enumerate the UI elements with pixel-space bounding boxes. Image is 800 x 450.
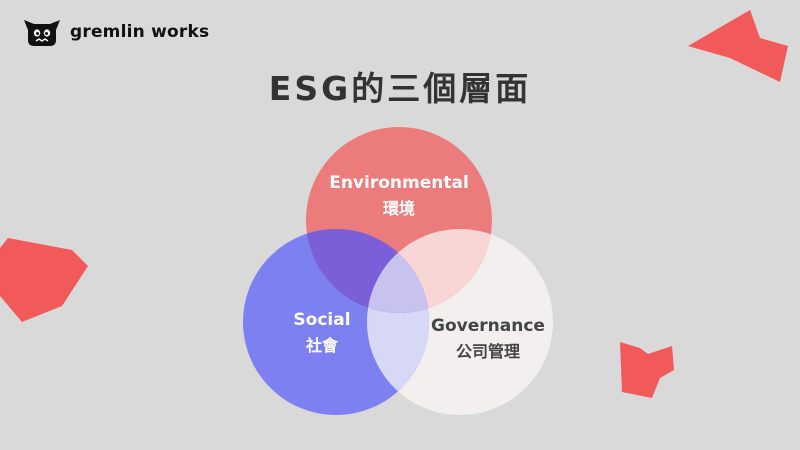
decorative-shape-bottom-right	[620, 342, 674, 398]
label-social-zh: 社會	[305, 336, 338, 355]
brand-name: gremlin works	[70, 22, 210, 42]
decorative-shape-left	[0, 238, 88, 322]
brand-logo[interactable]: gremlin works	[22, 16, 209, 48]
label-environmental: Environmental 環境	[306, 170, 492, 222]
label-governance-zh: 公司管理	[455, 342, 520, 361]
label-environmental-zh: 環境	[382, 199, 415, 218]
page-title: ESG的三個層面	[268, 69, 532, 108]
label-social: Social 社會	[262, 307, 382, 359]
label-governance: Governance 公司管理	[418, 313, 558, 365]
label-governance-en: Governance	[431, 316, 545, 336]
decorative-shape-top-right	[688, 10, 788, 82]
gremlin-mascot-icon	[24, 20, 60, 46]
label-social-en: Social	[293, 310, 351, 330]
venn-overlap-center	[367, 229, 429, 313]
label-environmental-en: Environmental	[329, 173, 469, 193]
